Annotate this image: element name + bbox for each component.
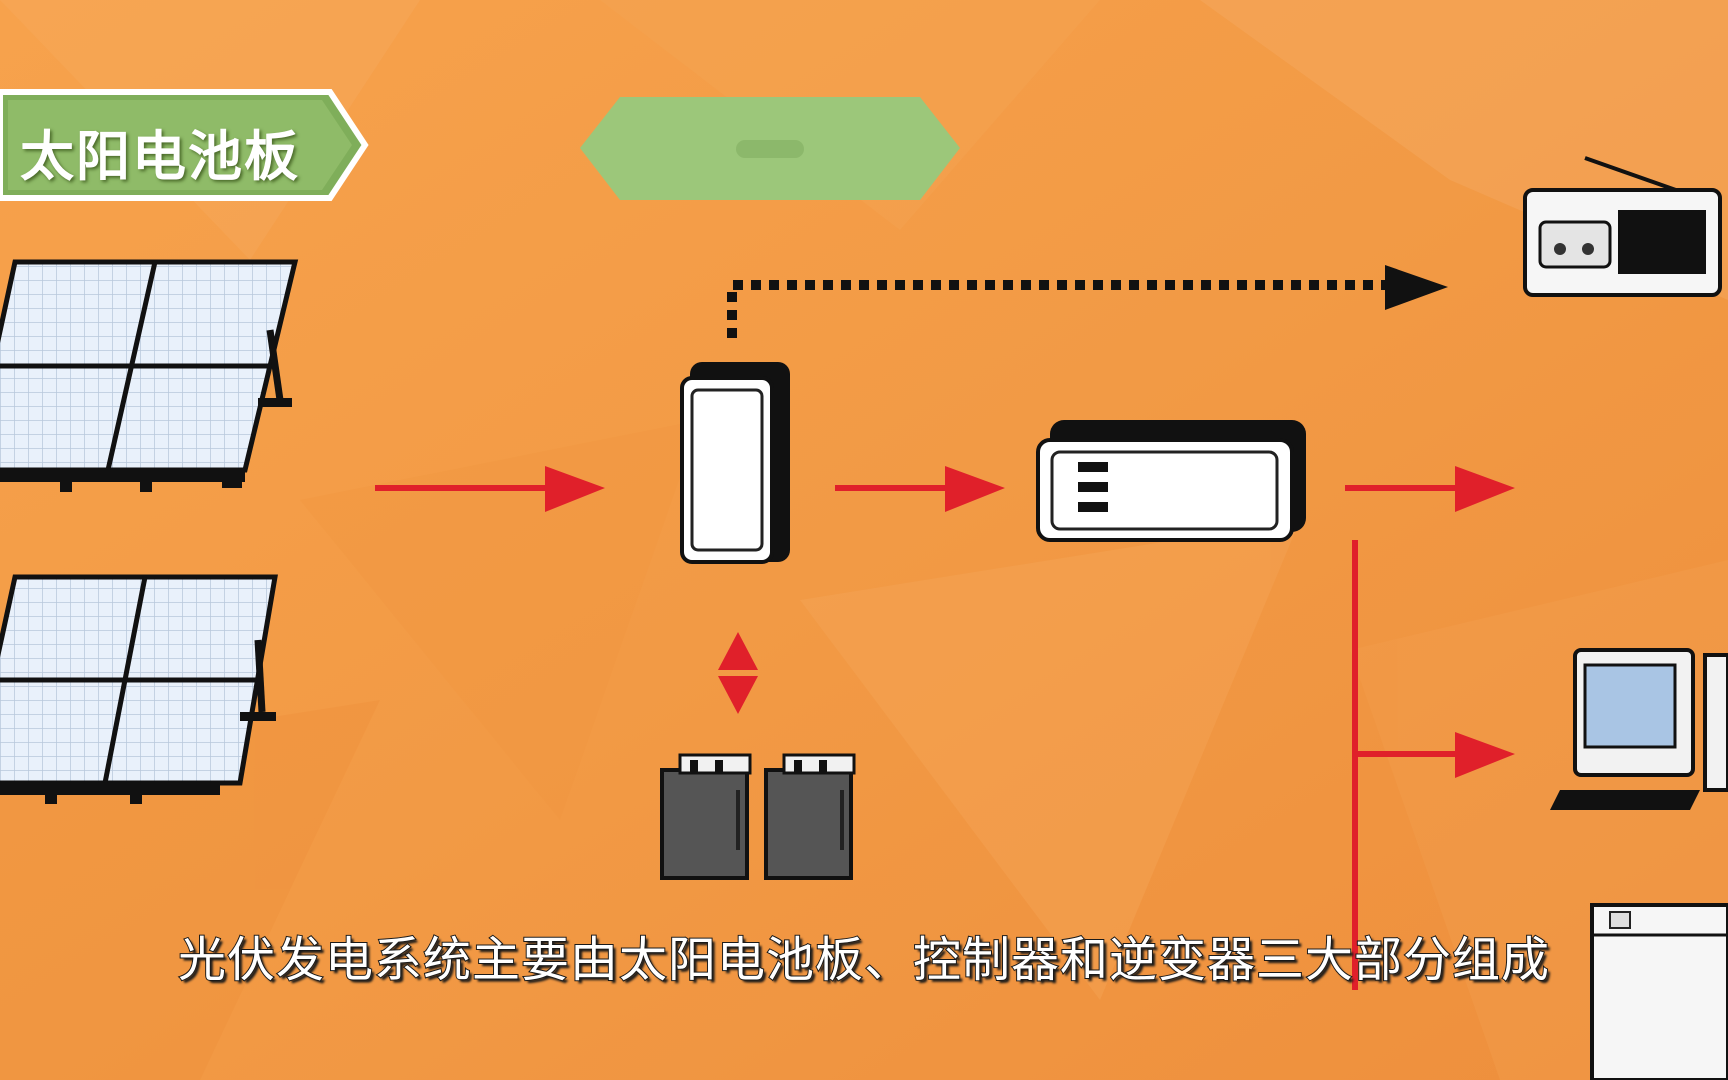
subtitle-caption: 光伏发电系统主要由太阳电池板、控制器和逆变器三大部分组成	[177, 931, 1550, 989]
computer-icon	[1550, 648, 1728, 810]
solar-panel-label-tag	[0, 89, 369, 201]
flow-arrow-panel-to-controller	[375, 466, 605, 512]
battery-icon	[764, 753, 856, 880]
ac-bus-line	[1352, 540, 1515, 990]
flow-arrow-controller-to-inverter	[835, 466, 1005, 512]
inverter-icon	[1036, 420, 1306, 542]
solar-panel-label: 太阳电池板	[20, 125, 300, 188]
radio-icon	[1523, 156, 1722, 297]
center-label-tag	[580, 97, 960, 200]
flow-arrow-inverter-to-loads	[1345, 466, 1515, 512]
battery-exchange-arrow	[718, 632, 758, 714]
fridge-icon	[1590, 903, 1728, 1080]
controller-icon	[680, 362, 790, 564]
battery-icon	[660, 753, 752, 880]
dc-load-dotted-line	[727, 265, 1448, 338]
solar-panel-icon	[0, 259, 299, 492]
solar-panel-icon	[0, 574, 278, 804]
